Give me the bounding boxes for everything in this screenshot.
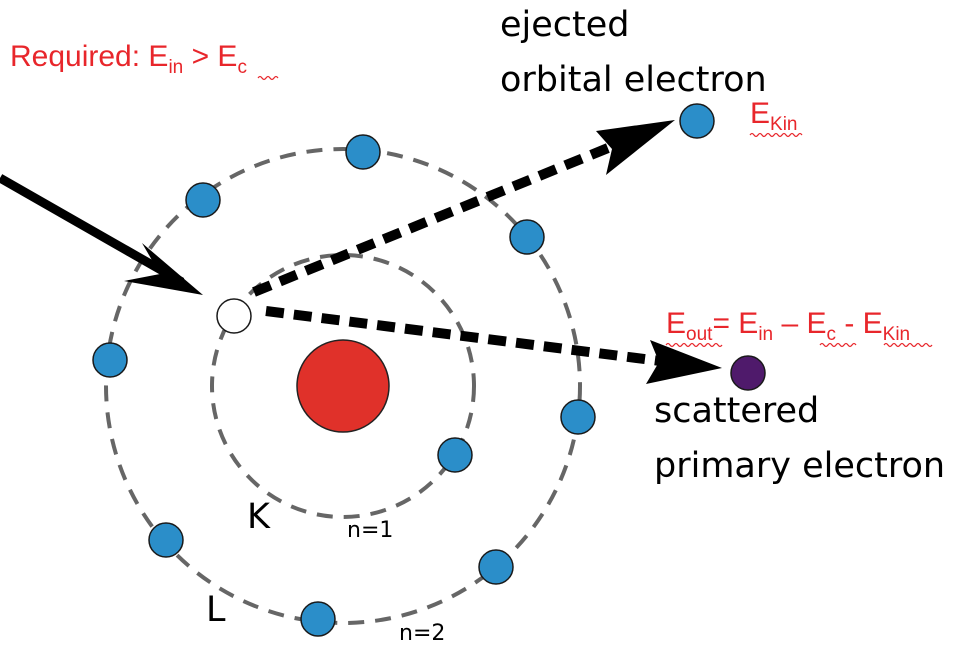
required-label: Required: Ein > Ec — [10, 40, 247, 78]
k-shell-electron — [437, 437, 473, 473]
spellcheck-underline — [819, 342, 857, 348]
shell-k-n-label: n=1 — [347, 518, 393, 543]
shell-k-label: K — [247, 497, 271, 537]
l-shell-orbit — [104, 147, 582, 625]
shell-l-n-label: n=2 — [399, 621, 445, 646]
ejected-path — [252, 143, 610, 297]
electron — [300, 601, 336, 637]
electron — [185, 182, 221, 218]
incoming-arrow — [0, 174, 185, 286]
electron — [509, 219, 545, 255]
scattered-label-line1: scattered — [654, 391, 819, 431]
spellcheck-underline — [257, 75, 279, 81]
ejected-arrowhead — [596, 120, 675, 175]
scattered-electron — [730, 355, 766, 391]
scattered-arrowhead — [646, 340, 722, 384]
scattered-label-line2: primary electron — [654, 446, 945, 486]
spellcheck-underline — [749, 132, 803, 138]
incoming-arrowhead — [124, 243, 203, 295]
spellcheck-underline — [883, 342, 933, 348]
scattered-path — [265, 306, 661, 366]
ejected-label-line2: orbital electron — [500, 60, 767, 100]
spellcheck-underline — [665, 342, 723, 348]
electron — [478, 549, 514, 585]
ejected-electron — [679, 103, 715, 139]
ekin-label: EKin — [750, 97, 797, 135]
nucleus — [296, 339, 390, 433]
electron — [560, 399, 596, 435]
shell-l-label: L — [206, 590, 226, 630]
vacancy — [216, 298, 252, 334]
ejected-label-line1: ejected — [500, 5, 630, 45]
eout-equation: Eout= Ein – Ec - EKin — [666, 307, 910, 345]
k-shell-orbit — [210, 253, 476, 519]
electron — [148, 522, 184, 558]
l-shell-electrons — [92, 134, 596, 637]
electron — [345, 134, 381, 170]
electron — [92, 342, 128, 378]
